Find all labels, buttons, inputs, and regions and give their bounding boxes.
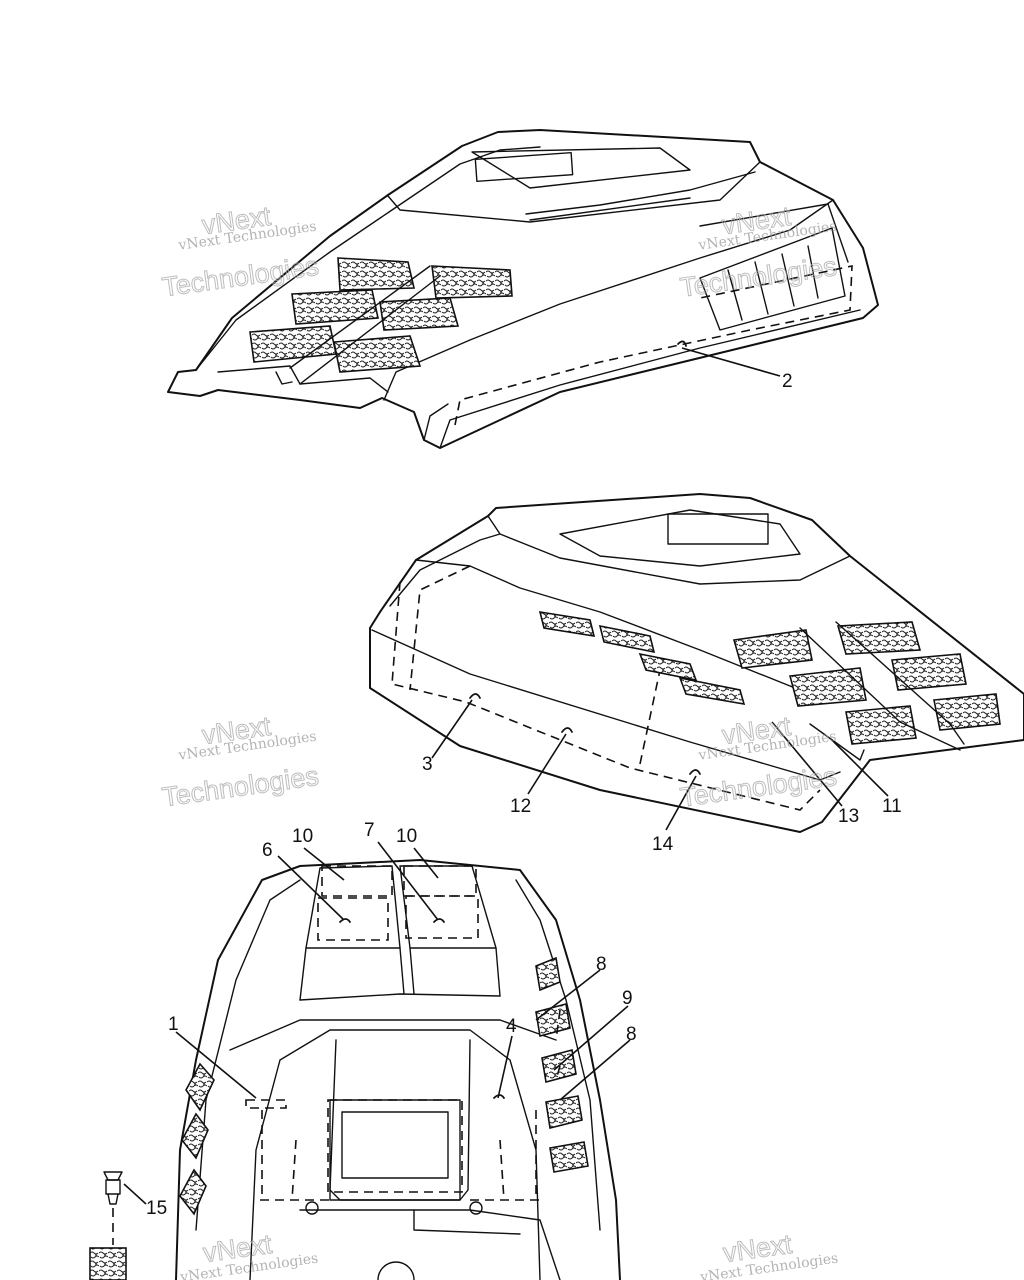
hood-view-top bbox=[175, 841, 631, 1280]
callout-6: 6 bbox=[262, 840, 273, 861]
callout-9: 9 bbox=[622, 988, 633, 1009]
callout-8-lower: 8 bbox=[626, 1024, 637, 1045]
callout-12: 12 bbox=[510, 796, 531, 817]
watermark-3: vNext vNext Technologies Technologies bbox=[160, 710, 321, 813]
callout-14: 14 bbox=[652, 834, 674, 855]
svg-text:Technologies: Technologies bbox=[678, 761, 838, 813]
watermark-6: vNext vNext Technologies bbox=[698, 1228, 839, 1280]
callout-11: 11 bbox=[882, 796, 902, 817]
watermark-4: vNext vNext Technologies Technologies bbox=[678, 710, 839, 813]
watermark-5: vNext vNext Technologies bbox=[178, 1228, 319, 1280]
callout-3: 3 bbox=[422, 754, 433, 775]
callout-13: 13 bbox=[838, 806, 859, 827]
hood-view-right bbox=[369, 493, 1024, 833]
callout-2: 2 bbox=[782, 371, 793, 392]
watermark-1: vNext vNext Technologies Technologies bbox=[160, 200, 321, 303]
callout-4: 4 bbox=[506, 1016, 517, 1037]
callout-7: 7 bbox=[364, 820, 375, 841]
callout-10-left: 10 bbox=[292, 826, 313, 847]
callout-8-upper: 8 bbox=[596, 954, 607, 975]
svg-text:Technologies: Technologies bbox=[678, 251, 838, 303]
callout-10-right: 10 bbox=[396, 826, 417, 847]
callout-1: 1 bbox=[168, 1014, 179, 1035]
callout-15: 15 bbox=[146, 1198, 167, 1219]
screw-15 bbox=[89, 1171, 147, 1280]
svg-text:Technologies: Technologies bbox=[160, 761, 320, 813]
hood-view-left bbox=[167, 129, 879, 449]
